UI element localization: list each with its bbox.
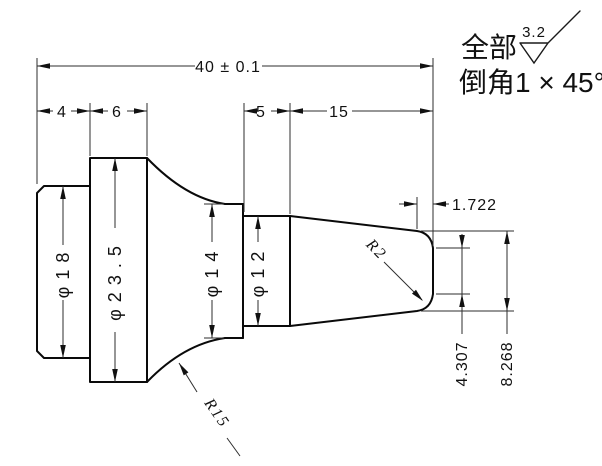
flange-235-profile (89, 157, 148, 383)
arrowhead (60, 186, 66, 199)
note-chamfer-text: 倒角1 × 45° (459, 67, 602, 98)
arrowhead (176, 361, 189, 376)
arrowhead (37, 108, 50, 114)
dim-dia14-text: φ14 (202, 245, 222, 298)
dim-dia235-text: φ23.5 (105, 239, 125, 321)
dim-5-text: 5 (256, 104, 266, 121)
arrowhead (420, 108, 433, 114)
dim-dia18-text: φ18 (53, 246, 73, 299)
arrowhead (459, 235, 465, 248)
arrowhead (209, 325, 215, 338)
arrowhead (244, 108, 257, 114)
arrowhead (60, 345, 66, 358)
cylinder-18-profile (36, 185, 91, 359)
dim-8268-text: 8.268 (499, 341, 516, 386)
dim-overall-text: 40 ± 0.1 (195, 59, 261, 76)
arrowhead (504, 231, 510, 244)
cylinder-12-edges (242, 215, 291, 327)
arrowhead (134, 108, 147, 114)
surface-note: 全部 3.2 倒角1 × 45° (459, 10, 602, 98)
dim-4-text: 4 (57, 104, 67, 121)
dim-4307-text: 4.307 (454, 341, 471, 386)
label-r15: R15 (200, 395, 233, 432)
dim-15-text: 15 (329, 104, 349, 121)
arrowhead (420, 63, 433, 69)
arrowhead (290, 108, 303, 114)
arrowhead (255, 313, 261, 326)
arrowhead (112, 369, 118, 382)
arrowhead (37, 63, 50, 69)
arrowhead (209, 204, 215, 217)
arrowhead (404, 201, 417, 207)
arrowhead (112, 158, 118, 171)
note-scope-text: 全部 (461, 32, 517, 63)
dim-dia12-text: φ12 (248, 245, 268, 298)
arrowhead (459, 294, 465, 307)
arrowhead (504, 298, 510, 311)
dim-6-text: 6 (112, 104, 122, 121)
arrowhead (433, 201, 446, 207)
arrowhead (255, 216, 261, 229)
dim-1722-text: 1.722 (452, 197, 497, 214)
extension-lines (36, 58, 514, 339)
arrowhead (90, 108, 103, 114)
roughness-value-text: 3.2 (522, 24, 546, 41)
part-outline (36, 157, 434, 383)
arrowhead (77, 108, 90, 114)
surface-roughness-icon (519, 10, 581, 65)
label-r2: R2 (362, 235, 390, 263)
fillet-top-r15 (146, 157, 244, 205)
dimension-text: 40 ± 0.1 4 6 5 15 φ18 φ23.5 φ14 φ12 1.72… (53, 59, 516, 431)
cone-tip-profile (289, 215, 434, 327)
fillet-bottom-r15 (146, 337, 244, 383)
leader-r15 (226, 437, 241, 457)
arrowhead (277, 108, 290, 114)
